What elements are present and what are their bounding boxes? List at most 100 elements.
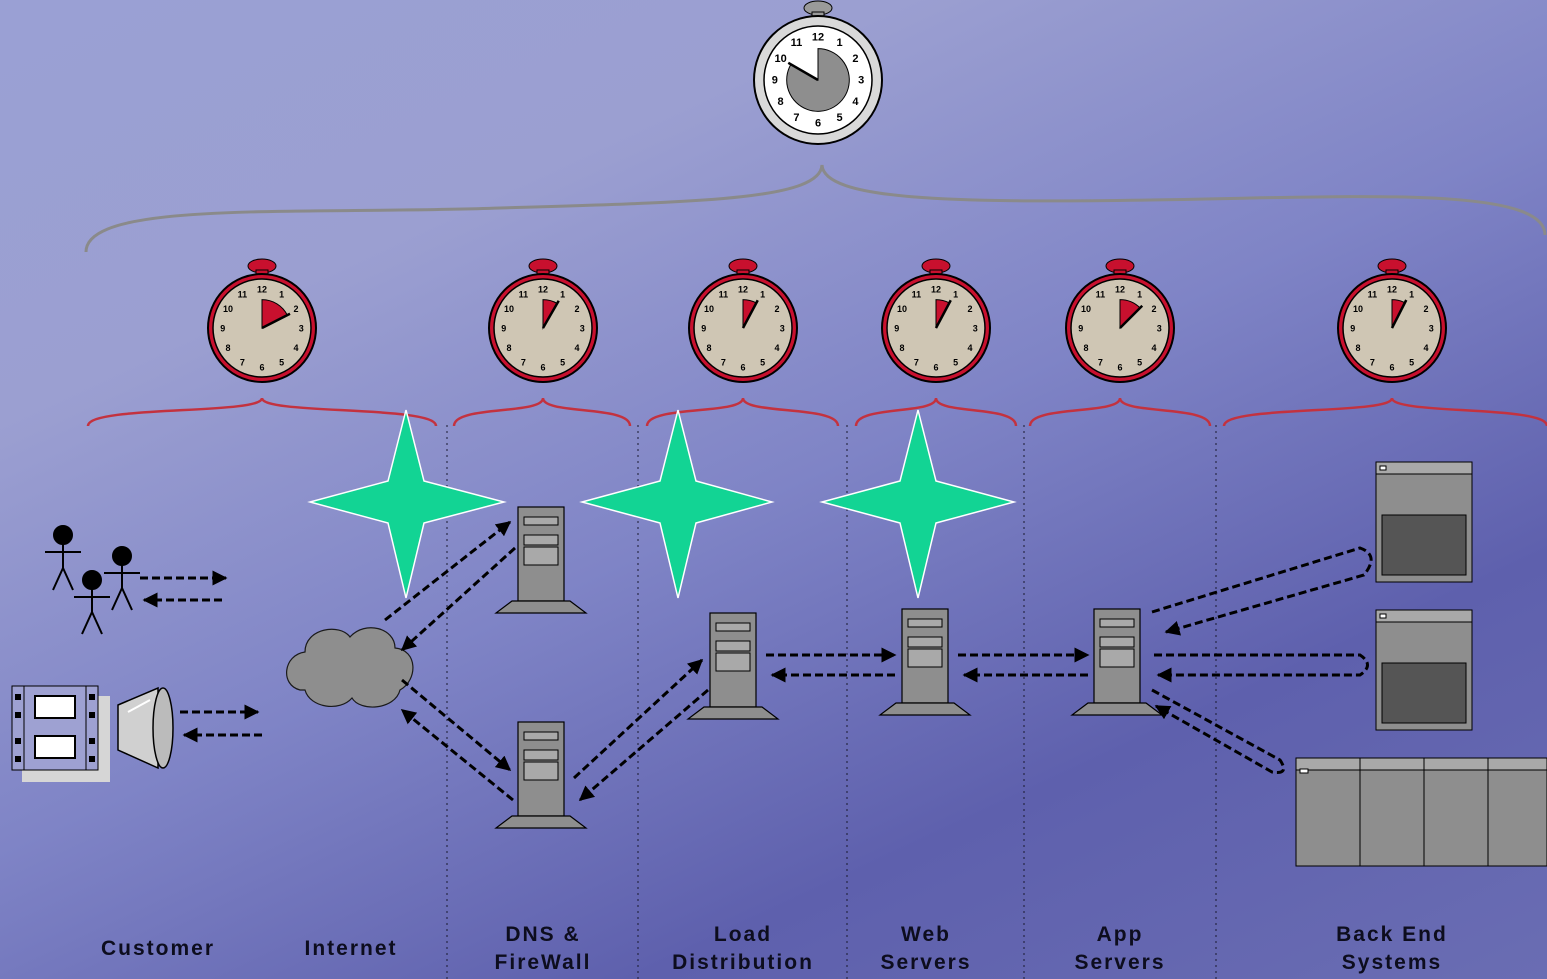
svg-text:1: 1: [560, 290, 565, 300]
svg-text:6: 6: [1117, 363, 1122, 373]
svg-text:9: 9: [1078, 324, 1083, 334]
svg-text:9: 9: [501, 324, 506, 334]
svg-text:12: 12: [1387, 284, 1397, 294]
svg-text:2: 2: [852, 53, 858, 65]
segment-brackets: [86, 397, 1547, 427]
tier-label-line: FireWall: [494, 951, 592, 974]
total-time-bracket: [84, 164, 1547, 253]
svg-text:11: 11: [791, 37, 803, 49]
tier-label-line: Servers: [1074, 951, 1166, 974]
tier-label-line: Internet: [304, 937, 398, 960]
svg-text:10: 10: [774, 53, 786, 65]
tier-label-line: Customer: [100, 937, 216, 960]
svg-text:8: 8: [900, 343, 905, 353]
svg-text:4: 4: [1151, 343, 1156, 353]
svg-text:5: 5: [1137, 357, 1142, 367]
svg-text:8: 8: [226, 343, 231, 353]
svg-text:3: 3: [299, 324, 304, 334]
svg-text:12: 12: [257, 284, 267, 294]
svg-text:11: 11: [1368, 290, 1378, 300]
tier-label-line: Distribution: [672, 951, 814, 974]
svg-text:9: 9: [894, 324, 899, 334]
svg-text:8: 8: [707, 343, 712, 353]
svg-text:5: 5: [837, 112, 843, 124]
svg-text:2: 2: [1151, 304, 1156, 314]
svg-text:3: 3: [580, 324, 585, 334]
people-icon: [45, 525, 140, 635]
svg-text:9: 9: [1350, 324, 1355, 334]
tier-label-line: DNS &: [505, 923, 581, 946]
tier-label-line: Web: [901, 923, 951, 946]
svg-text:4: 4: [774, 343, 779, 353]
svg-text:5: 5: [760, 357, 765, 367]
svg-text:11: 11: [719, 290, 729, 300]
tier-label-internet: Internet: [251, 935, 451, 963]
svg-text:6: 6: [259, 363, 264, 373]
svg-text:4: 4: [852, 96, 859, 108]
tier-label-line: Load: [713, 923, 773, 946]
tier-label-line: Servers: [880, 951, 972, 974]
svg-text:8: 8: [778, 96, 784, 108]
svg-text:9: 9: [701, 324, 706, 334]
backend-units: [1295, 461, 1547, 867]
svg-text:12: 12: [538, 284, 548, 294]
svg-text:10: 10: [704, 304, 714, 314]
svg-text:3: 3: [973, 324, 978, 334]
speaker-icon: [117, 686, 174, 770]
svg-text:10: 10: [223, 304, 233, 314]
tier-label-customer: Customer: [58, 935, 258, 963]
svg-text:2: 2: [574, 304, 579, 314]
mainframe-icon: [1375, 461, 1473, 583]
svg-text:7: 7: [914, 357, 919, 367]
server-icon: [495, 721, 587, 829]
svg-text:6: 6: [1389, 363, 1394, 373]
svg-text:4: 4: [967, 343, 972, 353]
svg-text:5: 5: [279, 357, 284, 367]
svg-text:11: 11: [912, 290, 922, 300]
svg-text:12: 12: [738, 284, 748, 294]
svg-text:5: 5: [560, 357, 565, 367]
svg-text:1: 1: [1409, 290, 1414, 300]
svg-text:7: 7: [721, 357, 726, 367]
svg-text:2: 2: [774, 304, 779, 314]
svg-text:1: 1: [279, 290, 284, 300]
svg-text:4: 4: [293, 343, 298, 353]
svg-text:9: 9: [772, 75, 778, 87]
star-icon: [307, 409, 507, 599]
svg-text:8: 8: [507, 343, 512, 353]
mainframe-icon: [1295, 757, 1547, 867]
svg-text:2: 2: [967, 304, 972, 314]
tier-dividers: [446, 425, 1217, 979]
svg-text:4: 4: [574, 343, 579, 353]
servers: [495, 506, 1163, 829]
tier-label-line: Back End: [1336, 923, 1448, 946]
svg-text:3: 3: [1157, 324, 1162, 334]
svg-text:5: 5: [953, 357, 958, 367]
svg-text:6: 6: [740, 363, 745, 373]
svg-text:9: 9: [220, 324, 225, 334]
svg-text:1: 1: [1137, 290, 1142, 300]
svg-text:2: 2: [1423, 304, 1428, 314]
svg-text:10: 10: [504, 304, 514, 314]
server-icon: [1071, 608, 1163, 716]
film-icon: [11, 685, 110, 782]
svg-text:3: 3: [1429, 324, 1434, 334]
svg-text:3: 3: [780, 324, 785, 334]
svg-text:7: 7: [1098, 357, 1103, 367]
server-icon: [879, 608, 971, 716]
svg-text:6: 6: [540, 363, 545, 373]
svg-text:11: 11: [519, 290, 529, 300]
svg-text:7: 7: [1370, 357, 1375, 367]
svg-text:10: 10: [1081, 304, 1091, 314]
